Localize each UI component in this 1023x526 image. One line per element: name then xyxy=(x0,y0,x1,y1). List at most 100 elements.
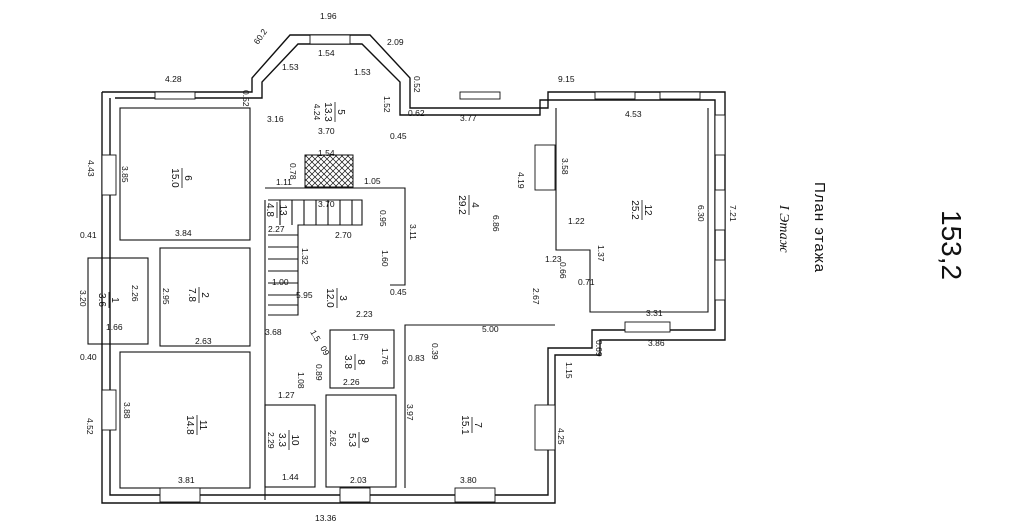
dim-label: 2.29 xyxy=(266,432,276,449)
window xyxy=(339,487,371,503)
window xyxy=(101,389,117,431)
dim-label: 2.26 xyxy=(130,285,140,302)
stairs xyxy=(268,199,363,316)
dim-label: 2.62 xyxy=(328,430,338,447)
dim-label: 3.86 xyxy=(648,338,665,348)
dim-label: 1.22 xyxy=(568,216,585,226)
svg-text:2: 2 xyxy=(199,292,210,298)
room-9-label: 9 5.3 xyxy=(346,432,370,448)
dim-label: 1.54 xyxy=(318,148,335,158)
window xyxy=(659,91,701,100)
svg-text:13: 13 xyxy=(277,204,288,216)
dim-label: 1.11 xyxy=(276,177,292,187)
svg-text:3.3: 3.3 xyxy=(276,433,287,447)
dim-label: 0.40 xyxy=(80,352,97,362)
room-5-label: 5 13.3 4.24 xyxy=(312,102,346,122)
room-12-label: 12 25.2 xyxy=(629,200,653,220)
dim-label: 0.39 xyxy=(430,343,440,360)
window xyxy=(159,487,201,503)
dim-label: 1.60 xyxy=(380,250,390,267)
svg-text:5.3: 5.3 xyxy=(346,433,357,447)
dim-label: 2.26 xyxy=(343,377,360,387)
dim-label: 3.97 xyxy=(405,404,415,421)
dim-label: 1.53 xyxy=(354,67,371,77)
dim-label: 09 xyxy=(318,344,332,357)
svg-text:14.8: 14.8 xyxy=(184,415,195,435)
dim-label: 3.77 xyxy=(460,113,477,123)
dim-label: 3.85 xyxy=(120,166,130,183)
dim-label: 1.5 xyxy=(308,328,323,343)
dim-label: 1.32 xyxy=(300,248,310,265)
dim-label: 4.28 xyxy=(165,74,182,84)
svg-text:7: 7 xyxy=(472,422,483,428)
svg-text:4.8: 4.8 xyxy=(264,203,275,217)
dim-label: 3.16 xyxy=(267,114,284,124)
dim-label: 13.36 xyxy=(315,513,337,523)
dim-label: 4.53 xyxy=(625,109,642,119)
room-6-label: 6 15.0 xyxy=(169,168,193,188)
window xyxy=(714,189,726,231)
svg-text:7.8: 7.8 xyxy=(186,288,197,302)
dim-label: 3.84 xyxy=(175,228,192,238)
dim-label: 0.95 xyxy=(378,210,388,227)
outer-walls xyxy=(101,34,726,504)
svg-text:5: 5 xyxy=(335,109,346,115)
dim-label: 7.21 xyxy=(728,205,738,222)
dim-label: 3.11 xyxy=(408,224,418,240)
dim-label: 0.69 xyxy=(594,340,604,357)
dim-label: 1.08 xyxy=(296,372,306,389)
dim-label: 5.00 xyxy=(482,324,499,334)
room-9-walls xyxy=(325,394,397,488)
dim-label: 0.78 xyxy=(288,163,298,180)
dim-label: 1.23 xyxy=(545,254,562,264)
svg-text:11: 11 xyxy=(197,420,208,431)
dim-label: 0.52 xyxy=(241,90,251,107)
dim-label: 3.70 xyxy=(318,126,335,136)
dim-label: 0.71 xyxy=(578,277,595,287)
svg-text:15.1: 15.1 xyxy=(459,415,470,435)
room-labels: 5 13.3 4.24 6 15.0 4 29.2 12 25.2 13 4.8… xyxy=(96,102,653,450)
room-6-walls xyxy=(119,107,251,241)
room-7-walls xyxy=(404,324,555,488)
window xyxy=(594,91,636,100)
dim-label: 1.79 xyxy=(352,332,369,342)
dim-label: 3.31 xyxy=(646,308,663,318)
windows xyxy=(101,34,726,503)
room-7-label: 7 15.1 xyxy=(459,415,483,435)
room-1-label: 1 3.6 xyxy=(96,292,120,308)
window xyxy=(714,259,726,301)
window xyxy=(534,404,556,451)
dimension-labels: 1.96 60.2 2.09 1.54 1.53 1.53 0.52 0.52 … xyxy=(78,11,738,523)
svg-text:25.2: 25.2 xyxy=(629,200,640,220)
dim-label: 0.45 xyxy=(390,287,407,297)
dim-label: 2.09 xyxy=(387,37,404,47)
dim-label: 1.15 xyxy=(564,362,574,379)
svg-text:3.8: 3.8 xyxy=(342,355,353,369)
title-block: План этажа I Этаж 153,2 xyxy=(776,182,967,280)
room-2-walls xyxy=(159,247,251,347)
svg-text:6: 6 xyxy=(182,175,193,181)
dim-label: 1.53 xyxy=(282,62,299,72)
dim-label: 3.88 xyxy=(122,402,132,419)
svg-text:3.6: 3.6 xyxy=(96,293,107,307)
dim-label: 0.52 xyxy=(412,76,422,93)
dim-label: 3.68 xyxy=(265,327,282,337)
dim-label: 2.95 xyxy=(161,288,171,305)
window xyxy=(714,114,726,156)
dim-label: 2.67 xyxy=(531,288,541,305)
dim-label: 4.43 xyxy=(86,160,96,177)
window xyxy=(309,34,351,45)
dim-label: 3.70 xyxy=(318,199,335,209)
svg-text:12.0: 12.0 xyxy=(324,288,335,308)
dim-label: 1.66 xyxy=(106,322,123,332)
svg-text:3: 3 xyxy=(337,295,348,301)
svg-text:1: 1 xyxy=(109,297,120,303)
dim-label: 0.89 xyxy=(314,364,324,381)
room-8-walls xyxy=(329,329,395,389)
dim-label: 1.00 xyxy=(272,277,289,287)
dim-label: 1.05 xyxy=(364,176,381,186)
room-3-label: 3 12.0 xyxy=(324,288,348,308)
room-1-walls xyxy=(87,257,149,345)
dim-label: 2.63 xyxy=(195,336,212,346)
